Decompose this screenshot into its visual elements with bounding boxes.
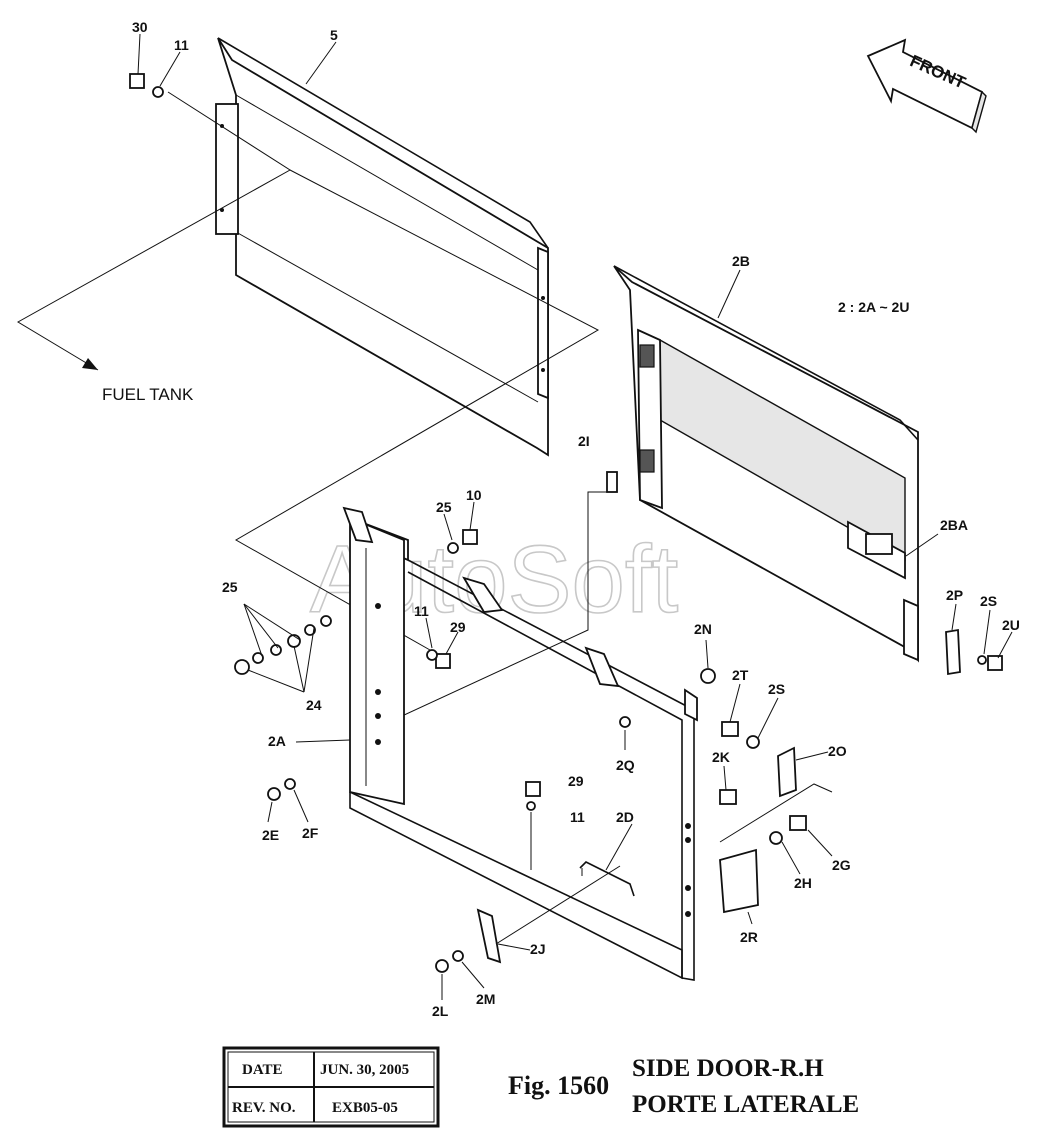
callout-25-top: 25 — [436, 499, 452, 515]
leader-lines — [137, 33, 1013, 1000]
fasteners — [129, 73, 1003, 973]
callout-11-mid: 11 — [414, 603, 429, 619]
date-value: JUN. 30, 2005 — [320, 1062, 409, 1078]
bracket-2J — [476, 908, 502, 964]
rev-label: REV. NO. — [232, 1100, 296, 1116]
callout-2L: 2L — [432, 1003, 449, 1019]
callout-2R: 2R — [740, 929, 758, 945]
callout-2S-right: 2S — [980, 593, 997, 609]
door-panel-2B — [613, 265, 919, 663]
figure-title-en: SIDE DOOR-R.H — [632, 1055, 824, 1082]
callout-11-low: 11 — [570, 809, 585, 825]
fuel-tank-pointer — [17, 91, 600, 651]
bracket-2R — [719, 848, 759, 914]
bracket-2O — [777, 746, 797, 798]
callout-2G: 2G — [832, 857, 851, 873]
panel-part-5 — [215, 37, 549, 457]
callout-2D: 2D — [616, 809, 634, 825]
callout-24: 24 — [306, 697, 322, 713]
callout-25-left: 25 — [222, 579, 238, 595]
callout-2I: 2I — [578, 433, 590, 449]
callout-2B: 2B — [732, 253, 750, 269]
front-arrow: FRONT — [866, 38, 987, 134]
callout-29: 29 — [450, 619, 466, 635]
callout-2O: 2O — [828, 743, 847, 759]
leader-2J — [495, 865, 621, 945]
bracket-2I — [606, 471, 618, 493]
figure-title-fr: PORTE LATERALE — [632, 1091, 859, 1118]
rod-2D — [579, 861, 635, 897]
callout-2H: 2H — [794, 875, 812, 891]
callout-2P: 2P — [946, 587, 963, 603]
rev-value: EXB05-05 — [332, 1100, 398, 1116]
callout-2U: 2U — [1002, 617, 1020, 633]
callout-10: 10 — [466, 487, 482, 503]
callout-2J: 2J — [530, 941, 546, 957]
door-frame-2A — [342, 506, 698, 981]
range-note: 2 : 2A ~ 2U — [838, 299, 909, 315]
callout-2T: 2T — [732, 667, 749, 683]
callout-29-low: 29 — [568, 773, 584, 789]
bracket-2P — [945, 628, 961, 676]
callout-2Q: 2Q — [616, 757, 635, 773]
callout-2N: 2N — [694, 621, 712, 637]
callout-2F: 2F — [302, 825, 319, 841]
leader-2R — [719, 783, 833, 843]
callout-30: 30 — [132, 19, 148, 35]
fuel-tank-label: FUEL TANK — [102, 385, 194, 404]
callout-11: 11 — [174, 37, 189, 53]
callout-2M: 2M — [476, 991, 495, 1007]
leader-2I — [349, 491, 612, 741]
date-label: DATE — [242, 1062, 283, 1078]
callout-2A: 2A — [268, 733, 286, 749]
title-block: DATE JUN. 30, 2005 REV. NO. EXB05-05 — [222, 1046, 440, 1128]
callout-2E: 2E — [262, 827, 279, 843]
callout-2K: 2K — [712, 749, 730, 765]
figure-number: Fig. 1560 — [508, 1071, 609, 1100]
callout-5: 5 — [330, 27, 338, 43]
callout-2BA: 2BA — [940, 517, 968, 533]
callout-2S-mid: 2S — [768, 681, 785, 697]
